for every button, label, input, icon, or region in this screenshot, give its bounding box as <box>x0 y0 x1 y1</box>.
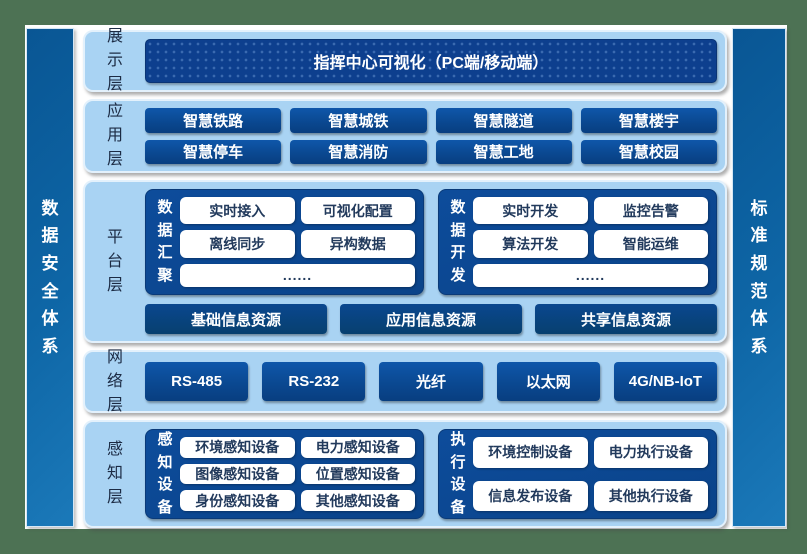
sensing-devices-label: 感知设备 <box>150 431 180 516</box>
layer-panel-network: 网络层 RS-485 RS-232 光纤 以太网 4G/NB-IoT <box>83 349 727 414</box>
layer-panel-display: 展示层 指挥中心可视化（PC端/移动端） <box>83 28 727 93</box>
develop-box-more: ...... <box>473 263 708 287</box>
data-security-pillar: 数据安全体系 <box>26 28 74 527</box>
sense-box-other: 其他感知设备 <box>300 490 415 511</box>
layer-label-platform-text: 平台层 <box>106 228 123 294</box>
layer-label-application: 应用层 <box>85 101 145 171</box>
app-box-smart-campus: 智慧校园 <box>580 139 717 164</box>
network-row: RS-485 RS-232 光纤 以太网 4G/NB-IoT <box>145 359 718 404</box>
sense-box-image: 图像感知设备 <box>180 463 295 485</box>
actuating-devices-grid: 环境控制设备 电力执行设备 信息发布设备 其他执行设备 <box>473 437 708 511</box>
standards-pillar-label: 标准规范体系 <box>750 198 768 356</box>
develop-box-intelligent-ops: 智能运维 <box>593 230 708 258</box>
app-box-smart-building: 智慧楼宇 <box>580 108 717 133</box>
layer-label-platform: 平台层 <box>85 182 145 341</box>
sensing-devices-group: 感知设备 环境感知设备 电力感知设备 图像感知设备 位置感知设备 身份感知设备 … <box>145 429 424 519</box>
network-box-fiber: 光纤 <box>379 362 483 401</box>
act-box-other-actuation: 其他执行设备 <box>593 480 708 511</box>
network-box-rs232: RS-232 <box>262 362 366 401</box>
data-development-grid: 实时开发 监控告警 算法开发 智能运维 ...... <box>473 197 708 287</box>
network-box-rs485: RS-485 <box>145 362 249 401</box>
actuating-devices-label: 执行设备 <box>443 431 473 516</box>
layer-label-application-text: 应用层 <box>106 103 123 168</box>
app-box-smart-construction: 智慧工地 <box>435 139 572 164</box>
develop-box-algorithm-dev: 算法开发 <box>473 230 588 258</box>
application-grid: 智慧铁路 智慧城铁 智慧隧道 智慧楼宇 智慧停车 智慧消防 智慧工地 智慧校园 <box>145 108 717 164</box>
layer-label-perception: 感知层 <box>85 422 145 526</box>
app-box-smart-firefighting: 智慧消防 <box>290 139 427 164</box>
layer-label-network: 网络层 <box>85 349 145 414</box>
resource-box-application-info: 应用信息资源 <box>340 304 522 334</box>
data-aggregation-label-text: 数据汇聚 <box>157 199 173 284</box>
data-aggregation-grid: 实时接入 可视化配置 离线同步 异构数据 ...... <box>180 197 415 287</box>
sense-box-power: 电力感知设备 <box>300 437 415 458</box>
layer-label-network-text: 网络层 <box>106 348 123 414</box>
sensing-devices-label-text: 感知设备 <box>157 431 173 516</box>
gather-box-visual-config: 可视化配置 <box>300 197 415 225</box>
app-box-smart-railway: 智慧铁路 <box>145 108 282 133</box>
act-box-info-publishing: 信息发布设备 <box>473 480 588 511</box>
resource-box-shared-info: 共享信息资源 <box>535 304 717 334</box>
layer-label-display: 展示层 <box>85 28 145 93</box>
sense-box-identity: 身份感知设备 <box>180 490 295 511</box>
network-box-4g-nbiot: 4G/NB-IoT <box>613 362 718 401</box>
sense-box-environment: 环境感知设备 <box>180 437 295 458</box>
gather-box-realtime-access: 实时接入 <box>180 197 295 225</box>
app-box-smart-parking: 智慧停车 <box>145 139 282 164</box>
resource-box-basic-info: 基础信息资源 <box>145 304 327 334</box>
gather-box-more: ...... <box>180 263 415 287</box>
sense-box-location: 位置感知设备 <box>300 463 415 485</box>
gather-box-heterogeneous-data: 异构数据 <box>300 230 415 258</box>
data-aggregation-group: 数据汇聚 实时接入 可视化配置 离线同步 异构数据 ...... <box>145 189 424 295</box>
act-box-power-actuation: 电力执行设备 <box>593 437 708 468</box>
layer-panel-platform: 平台层 数据汇聚 实时接入 可视化配置 离线同步 异构数据 <box>83 180 727 343</box>
develop-box-monitor-alert: 监控告警 <box>593 197 708 225</box>
data-security-pillar-label: 数据安全体系 <box>41 198 59 356</box>
resource-row: 基础信息资源 应用信息资源 共享信息资源 <box>145 304 717 334</box>
data-development-label-text: 数据开发 <box>450 199 466 284</box>
actuating-devices-label-text: 执行设备 <box>450 431 466 516</box>
actuating-devices-group: 执行设备 环境控制设备 电力执行设备 信息发布设备 其他执行设备 <box>438 429 717 519</box>
layer-label-display-text: 展示层 <box>106 28 123 93</box>
standards-pillar: 标准规范体系 <box>732 28 786 527</box>
command-center-banner: 指挥中心可视化（PC端/移动端） <box>145 39 717 83</box>
data-aggregation-label: 数据汇聚 <box>150 197 180 287</box>
layer-panel-application: 应用层 智慧铁路 智慧城铁 智慧隧道 智慧楼宇 智慧停车 智慧消防 智慧工地 智… <box>83 99 727 173</box>
develop-box-realtime-dev: 实时开发 <box>473 197 588 225</box>
gather-box-offline-sync: 离线同步 <box>180 230 295 258</box>
app-box-smart-metro: 智慧城铁 <box>290 108 427 133</box>
act-box-environment-control: 环境控制设备 <box>473 437 588 468</box>
data-development-group: 数据开发 实时开发 监控告警 算法开发 智能运维 ...... <box>438 189 717 295</box>
data-development-label: 数据开发 <box>443 197 473 287</box>
sensing-devices-grid: 环境感知设备 电力感知设备 图像感知设备 位置感知设备 身份感知设备 其他感知设… <box>180 437 415 511</box>
network-box-ethernet: 以太网 <box>496 362 600 401</box>
layer-label-perception-text: 感知层 <box>106 441 123 506</box>
layer-panel-perception: 感知层 感知设备 环境感知设备 电力感知设备 图像感知设备 位置感知设备 身份感… <box>83 420 727 528</box>
app-box-smart-tunnel: 智慧隧道 <box>435 108 572 133</box>
diagram-canvas: 数据安全体系 标准规范体系 展示层 指挥中心可视化（PC端/移动端） 应用层 智… <box>25 25 787 529</box>
